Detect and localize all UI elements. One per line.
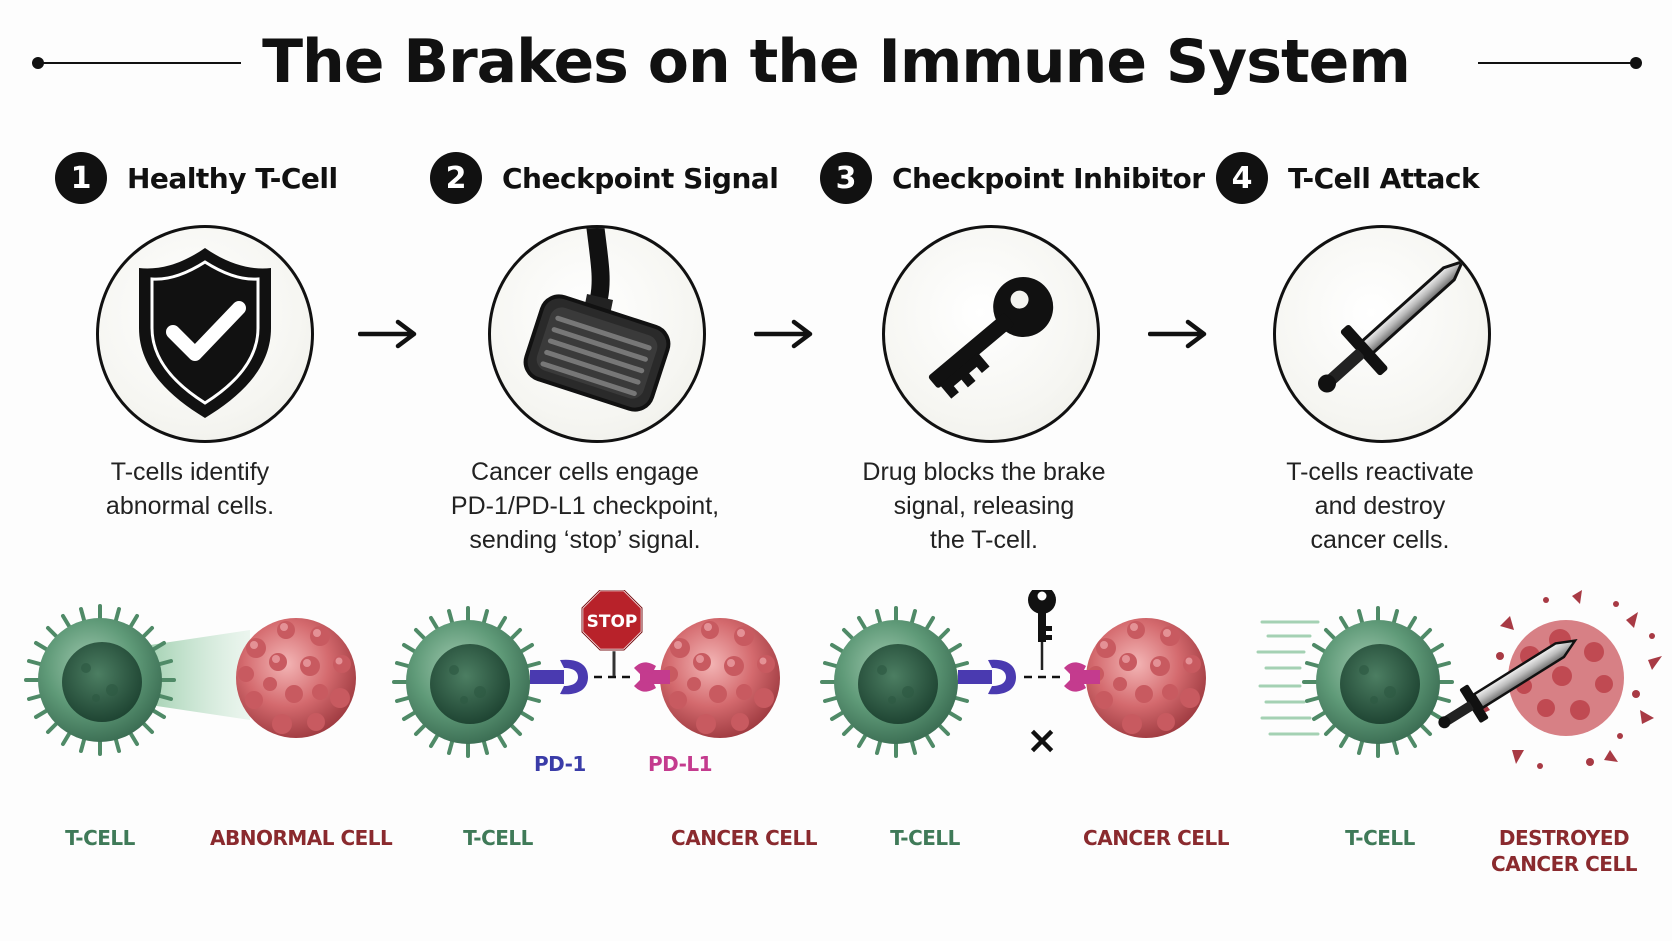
label-line: CANCER CELL — [1083, 826, 1229, 850]
destroyed-cancer-cell — [1478, 590, 1662, 769]
step-1-left-label: T-CELL — [65, 826, 135, 850]
step-2-description: Cancer cells engage PD-1/PD-L1 checkpoin… — [405, 455, 765, 557]
recognition-beam — [150, 630, 250, 720]
arrow-right-icon — [1148, 319, 1207, 349]
description-line: and destroy — [1314, 492, 1446, 520]
step-4-icon-circle — [1273, 225, 1491, 443]
step-3-right-label: CANCER CELL — [1076, 825, 1236, 851]
step-1-description: T-cells identify abnormal cells. — [10, 455, 370, 523]
description-line: the T-cell. — [930, 526, 1038, 554]
step-4-description: T-cells reactivate and destroy cancer ce… — [1200, 455, 1560, 557]
brake-pedal-icon — [523, 228, 671, 412]
step-2-header: 2 Checkpoint Signal — [430, 152, 779, 204]
cell-scene: STOP × — [24, 590, 1662, 769]
step-4-right-label: DESTROYED CANCER CELL — [1484, 825, 1644, 877]
blocked-mark: × — [1026, 718, 1058, 762]
cancer-cell — [1086, 618, 1206, 738]
description-line: cancer cells. — [1310, 526, 1450, 554]
title-rule-right — [1478, 62, 1634, 64]
page-title: The Brakes on the Immune System — [262, 27, 1411, 97]
label-line: CANCER CELL — [1491, 852, 1637, 876]
step-title: Healthy T-Cell — [127, 161, 338, 195]
key-icon — [1028, 590, 1056, 642]
pdl1-label: PD-L1 — [648, 752, 713, 776]
pdl1-ligand — [1064, 662, 1100, 692]
step-number-badge: 4 — [1216, 152, 1268, 204]
t-cell — [1302, 606, 1454, 758]
step-4-header: 4 T-Cell Attack — [1216, 152, 1480, 204]
step-2-right-label: CANCER CELL — [664, 825, 824, 851]
step-3-icon-circle — [882, 225, 1100, 443]
step-title: Checkpoint Signal — [502, 161, 779, 195]
pd1-label: PD-1 — [534, 752, 586, 776]
step-3-description: Drug blocks the brake signal, releasing … — [804, 455, 1164, 557]
description-line: T-cells identify — [110, 458, 270, 486]
shield-check-icon — [139, 248, 271, 418]
pdl1-ligand — [634, 662, 670, 692]
t-cell — [24, 604, 176, 756]
step-3-header: 3 Checkpoint Inhibitor — [820, 152, 1205, 204]
t-cell — [392, 606, 544, 758]
step-1-icon-circle — [96, 225, 314, 443]
cancer-cell — [660, 618, 780, 738]
label-line: ABNORMAL CELL — [210, 826, 393, 850]
label-line: CANCER CELL — [671, 826, 817, 850]
step-1-header: 1 Healthy T-Cell — [55, 152, 338, 204]
step-number-badge: 1 — [55, 152, 107, 204]
label-line: DESTROYED — [1498, 826, 1630, 850]
step-number-badge: 3 — [820, 152, 872, 204]
sword-icon — [1438, 639, 1578, 729]
step-3-left-label: T-CELL — [890, 826, 960, 850]
title-rule-dot-right — [1630, 57, 1642, 69]
arrow-right-icon — [358, 319, 417, 349]
description-line: signal, releasing — [893, 492, 1075, 520]
abnormal-cell — [236, 618, 356, 738]
description-line: PD-1/PD-L1 checkpoint, — [450, 492, 720, 520]
description-line: Cancer cells engage — [471, 458, 699, 486]
arrow-right-icon — [754, 319, 813, 349]
key-icon — [928, 277, 1054, 399]
title-rule-left — [38, 62, 241, 64]
step-4-left-label: T-CELL — [1345, 826, 1415, 850]
description-line: Drug blocks the brake — [862, 458, 1106, 486]
motion-lines — [1256, 620, 1320, 736]
step-1-right-label: ABNORMAL CELL — [210, 825, 393, 851]
description-line: abnormal cells. — [105, 492, 275, 520]
pd1-receptor — [958, 659, 1016, 695]
pd1-receptor — [530, 659, 588, 695]
sword-icon — [1318, 259, 1466, 393]
step-title: Checkpoint Inhibitor — [892, 161, 1205, 195]
step-2-left-label: T-CELL — [463, 826, 533, 850]
description-line: T-cells reactivate — [1286, 458, 1474, 486]
stop-sign-icon: STOP — [580, 590, 644, 652]
title-bar: The Brakes on the Immune System — [0, 22, 1672, 102]
step-number-badge: 2 — [430, 152, 482, 204]
description-line: sending ‘stop’ signal. — [469, 526, 701, 554]
stop-sign-label: STOP — [587, 612, 638, 632]
step-2-icon-circle — [488, 225, 706, 443]
step-title: T-Cell Attack — [1288, 161, 1480, 195]
t-cell — [820, 606, 972, 758]
